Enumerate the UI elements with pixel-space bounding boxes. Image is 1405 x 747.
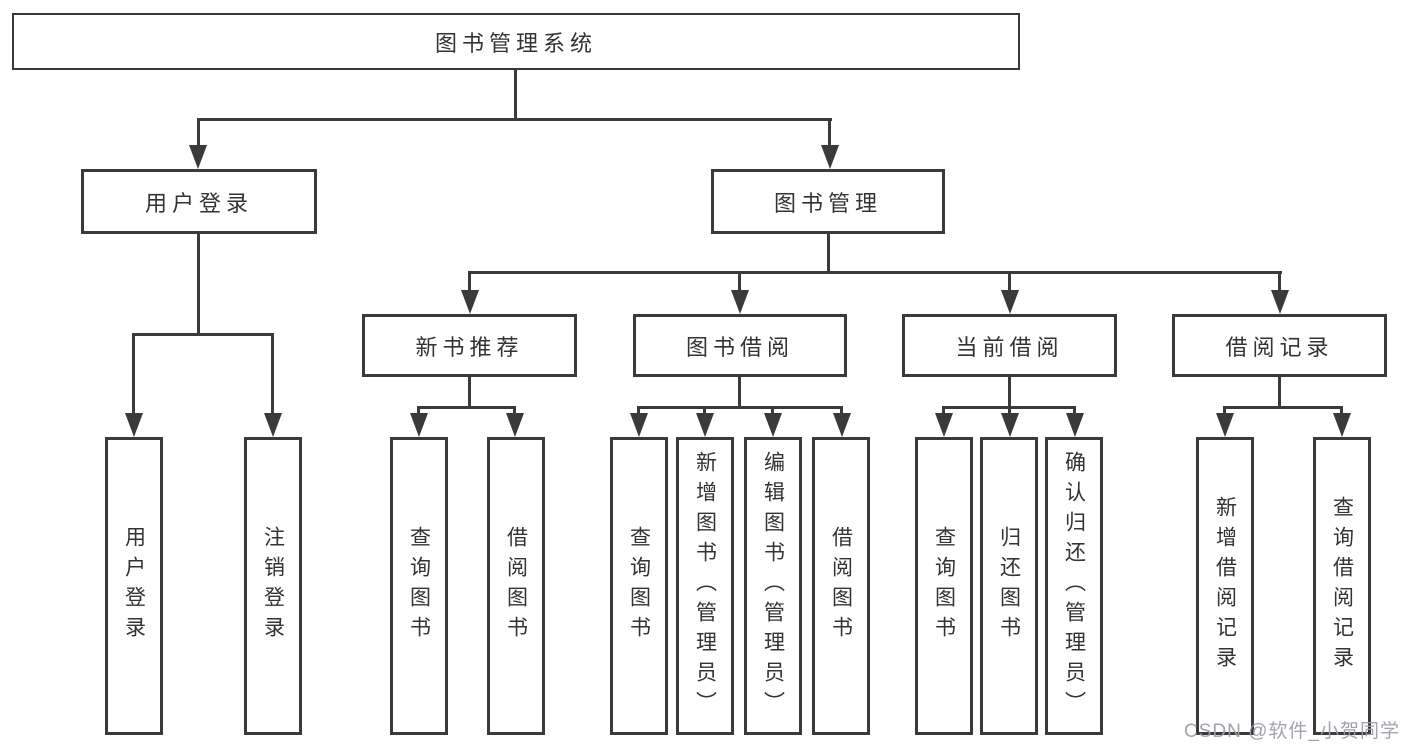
leaf-logout: 注销登录 <box>244 437 302 735</box>
node-new-book-recommendation-label: 新书推荐 <box>415 334 524 360</box>
arrowhead-down-icon <box>125 413 143 437</box>
connector-line <box>1223 406 1226 417</box>
leaf-edit-book-admin: 编辑图书（管理员） <box>744 437 802 735</box>
leaf-query-books-borrowing-label: 查询图书 <box>627 526 651 646</box>
leaf-return-book: 归还图书 <box>980 437 1038 735</box>
leaf-query-books-recommend: 查询图书 <box>390 437 448 735</box>
node-current-borrowing-label: 当前借阅 <box>955 334 1064 360</box>
leaf-confirm-return-admin: 确认归还（管理员） <box>1045 437 1103 735</box>
connector-line <box>738 377 741 409</box>
connector-line <box>1223 406 1343 409</box>
connector-line <box>1008 377 1011 409</box>
leaf-query-borrow-record-label: 查询借阅记录 <box>1330 496 1354 676</box>
node-user-login: 用户登录 <box>81 169 317 234</box>
arrowhead-down-icon <box>696 413 714 437</box>
connector-line <box>132 333 135 417</box>
node-borrowing-records-label: 借阅记录 <box>1225 334 1334 360</box>
connector-line <box>417 406 420 417</box>
leaf-add-book-admin-label: 新增图书（管理员） <box>693 451 717 721</box>
connector-line <box>942 406 945 417</box>
leaf-query-borrow-record: 查询借阅记录 <box>1313 437 1371 735</box>
connector-line <box>1340 406 1343 417</box>
connector-line <box>271 333 274 417</box>
node-library-management-system-label: 图书管理系统 <box>434 30 597 56</box>
connector-line <box>197 118 200 148</box>
arrowhead-down-icon <box>1001 413 1019 437</box>
node-user-login-label: 用户登录 <box>144 190 253 216</box>
leaf-user-login: 用户登录 <box>105 437 163 735</box>
connector-line <box>468 271 471 293</box>
csdn-watermark: CSDN @软件_小贺同学 <box>1184 721 1400 742</box>
arrowhead-down-icon <box>630 413 648 437</box>
leaf-query-books-borrowing: 查询图书 <box>610 437 668 735</box>
arrowhead-down-icon <box>764 413 782 437</box>
arrowhead-down-icon <box>506 413 524 437</box>
node-book-management: 图书管理 <box>711 169 945 234</box>
arrowhead-down-icon <box>1066 413 1084 437</box>
connector-line <box>468 377 471 409</box>
node-book-management-label: 图书管理 <box>773 190 882 216</box>
arrowhead-down-icon <box>1216 413 1234 437</box>
node-library-management-system: 图书管理系统 <box>12 13 1020 70</box>
leaf-user-login-label: 用户登录 <box>122 526 146 646</box>
node-current-borrowing: 当前借阅 <box>902 314 1117 377</box>
connector-line <box>514 70 517 120</box>
node-new-book-recommendation: 新书推荐 <box>362 314 577 377</box>
arrowhead-down-icon <box>731 290 749 314</box>
connector-line <box>1008 406 1011 417</box>
leaf-borrow-books-borrowing-label: 借阅图书 <box>829 526 853 646</box>
connector-line <box>1278 377 1281 409</box>
connector-line <box>197 118 832 121</box>
leaf-add-borrow-record-label: 新增借阅记录 <box>1213 496 1237 676</box>
connector-line <box>1073 406 1076 417</box>
leaf-add-book-admin: 新增图书（管理员） <box>676 437 734 735</box>
arrowhead-down-icon <box>935 413 953 437</box>
leaf-edit-book-admin-label: 编辑图书（管理员） <box>761 451 785 721</box>
connector-line <box>637 406 843 409</box>
node-borrowing-records: 借阅记录 <box>1172 314 1387 377</box>
leaf-borrow-books-recommend-label: 借阅图书 <box>504 526 528 646</box>
connector-line <box>1008 271 1011 293</box>
leaf-query-books-recommend-label: 查询图书 <box>407 526 431 646</box>
connector-line <box>840 406 843 417</box>
arrowhead-down-icon <box>821 145 839 169</box>
connector-line <box>738 271 741 293</box>
connector-line <box>771 406 774 417</box>
connector-line <box>197 234 200 336</box>
arrowhead-down-icon <box>833 413 851 437</box>
leaf-confirm-return-admin-label: 确认归还（管理员） <box>1062 451 1086 721</box>
connector-line <box>827 234 830 274</box>
arrowhead-down-icon <box>1271 290 1289 314</box>
node-book-borrowing-label: 图书借阅 <box>685 334 794 360</box>
leaf-query-books-current-label: 查询图书 <box>932 526 956 646</box>
leaf-query-books-current: 查询图书 <box>915 437 973 735</box>
arrowhead-down-icon <box>410 413 428 437</box>
arrowhead-down-icon <box>461 290 479 314</box>
leaf-return-book-label: 归还图书 <box>997 526 1021 646</box>
connector-line <box>637 406 640 417</box>
leaf-add-borrow-record: 新增借阅记录 <box>1196 437 1254 735</box>
connector-line <box>468 271 1282 274</box>
arrowhead-down-icon <box>1001 290 1019 314</box>
connector-line <box>132 333 274 336</box>
connector-line <box>828 118 831 148</box>
connector-line <box>1278 271 1281 293</box>
connector-line <box>513 406 516 417</box>
arrowhead-down-icon <box>189 145 207 169</box>
leaf-borrow-books-recommend: 借阅图书 <box>487 437 545 735</box>
arrowhead-down-icon <box>264 413 282 437</box>
leaf-logout-label: 注销登录 <box>261 526 285 646</box>
connector-line <box>417 406 516 409</box>
arrowhead-down-icon <box>1333 413 1351 437</box>
connector-line <box>703 406 706 417</box>
leaf-borrow-books-borrowing: 借阅图书 <box>812 437 870 735</box>
node-book-borrowing: 图书借阅 <box>633 314 847 377</box>
